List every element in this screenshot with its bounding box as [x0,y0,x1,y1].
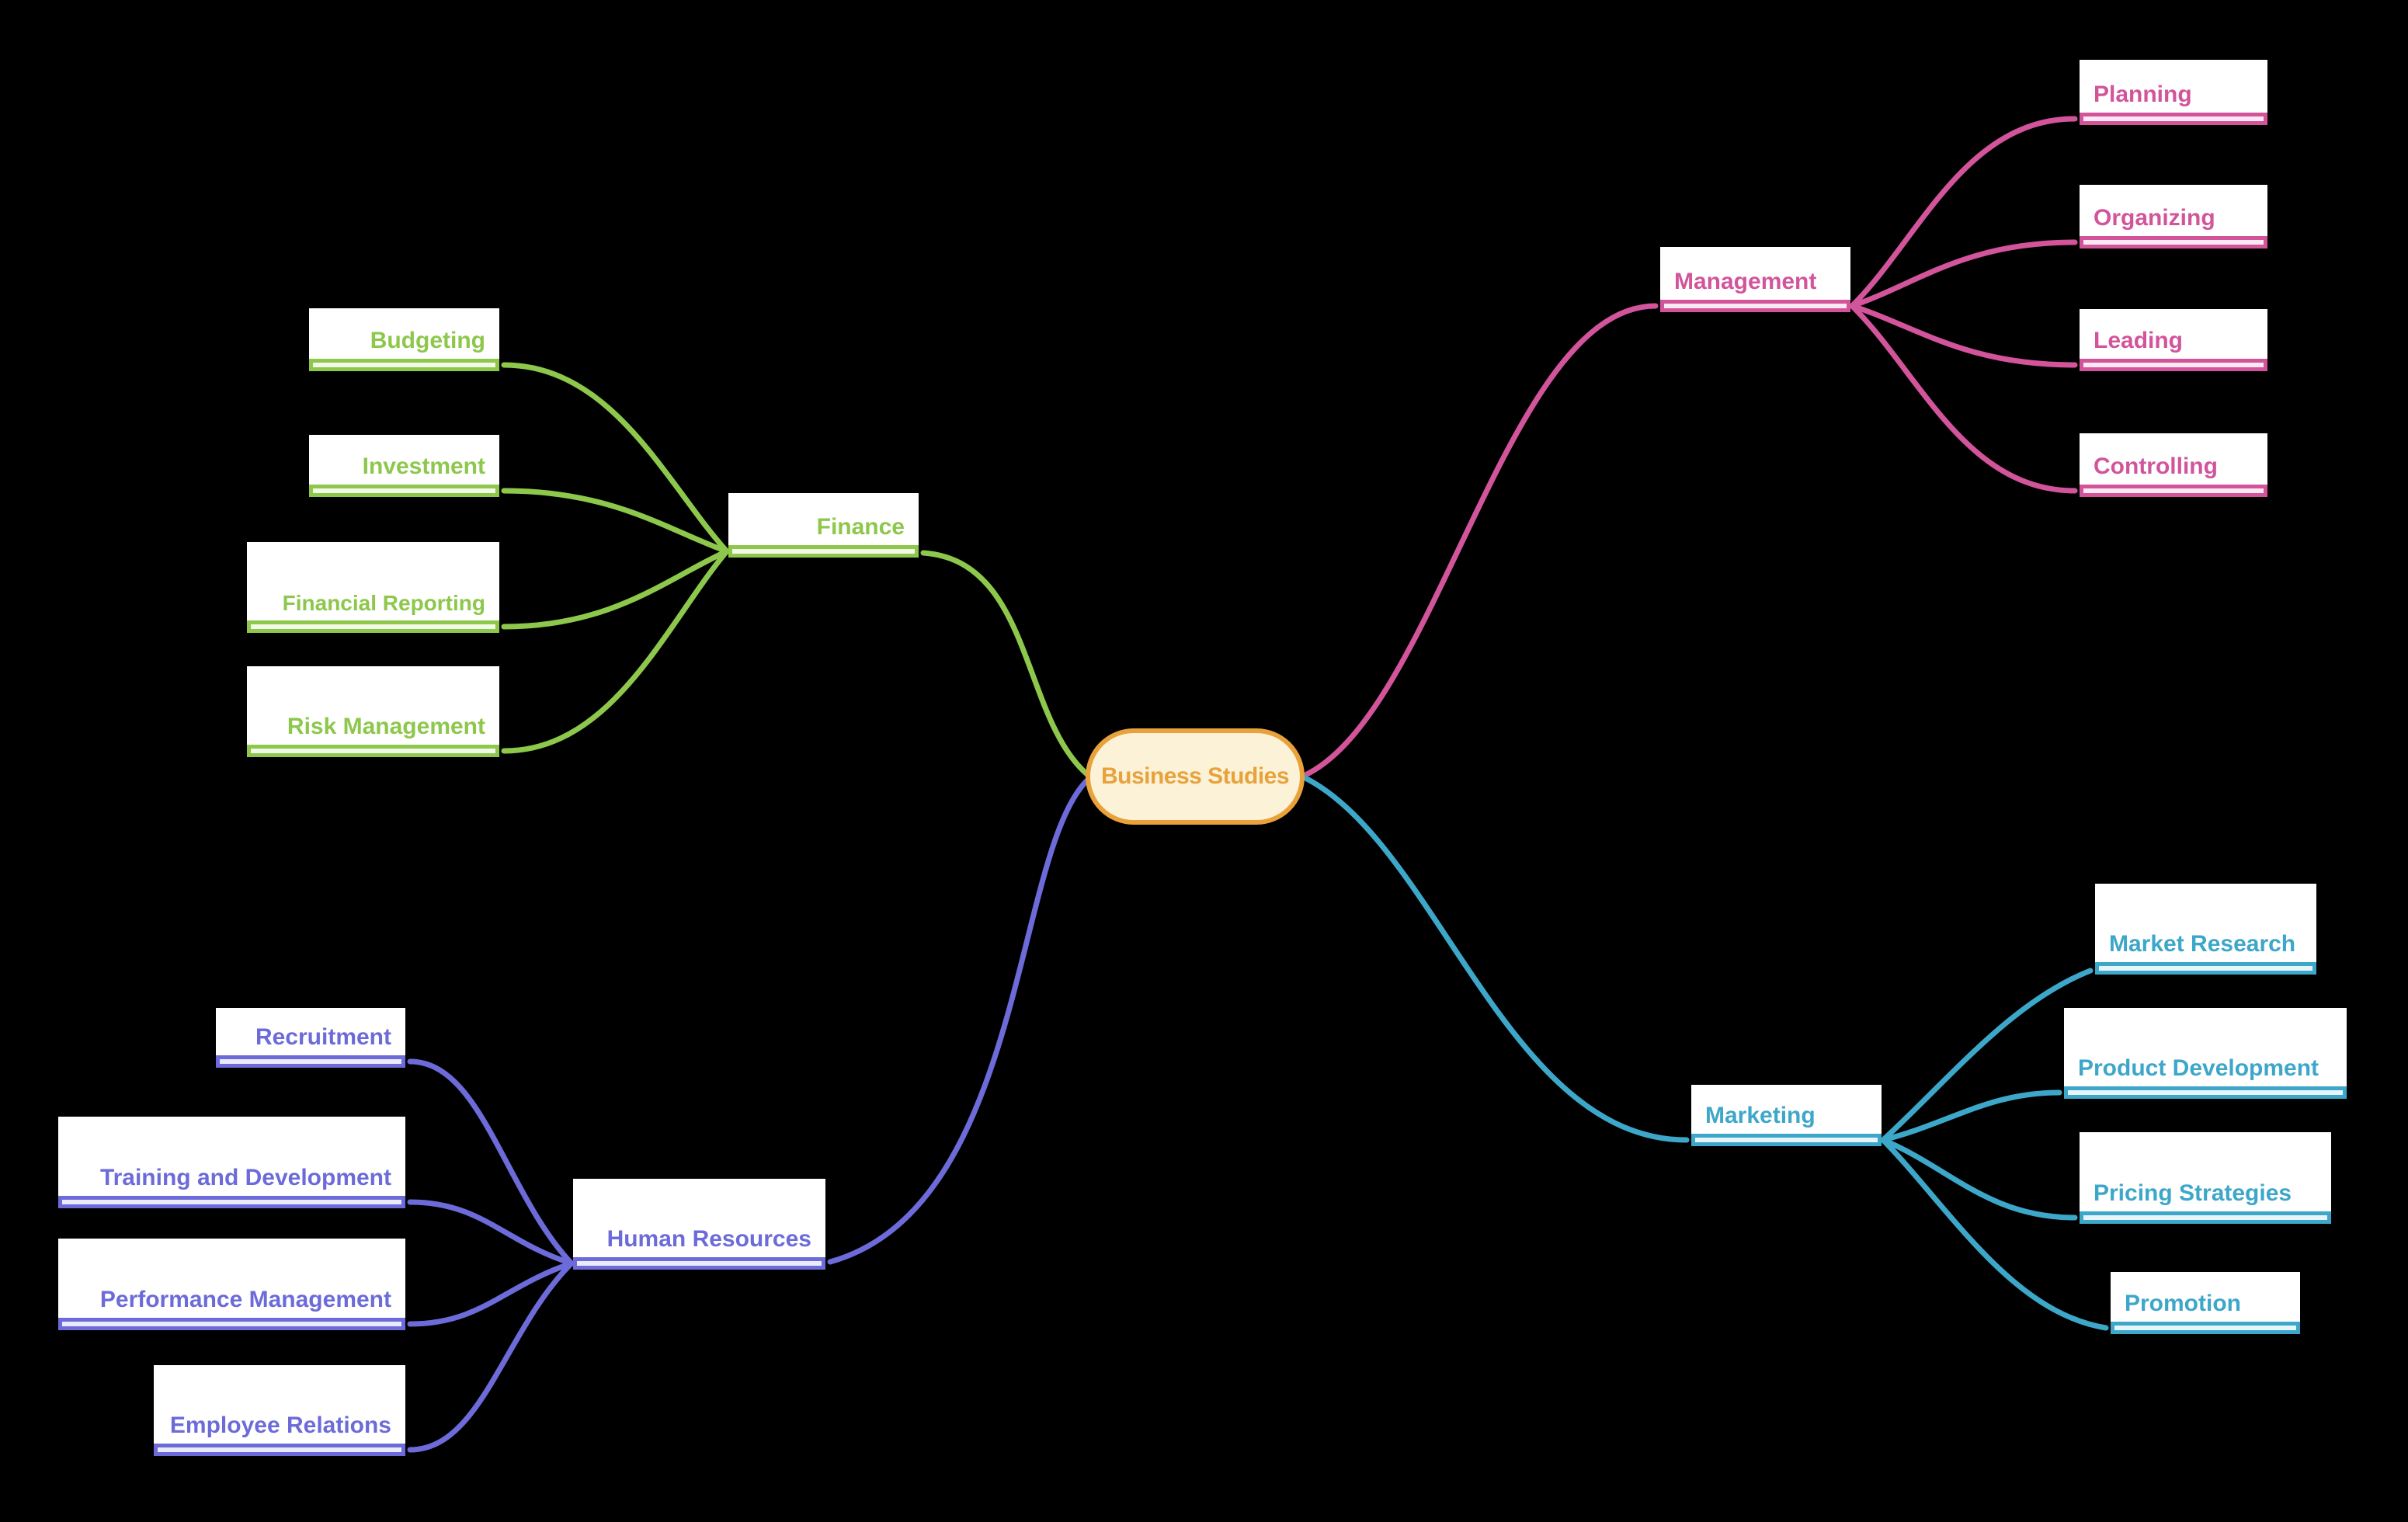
child-node-budgeting: Budgeting [309,308,499,371]
edge-hr-training [407,1199,575,1267]
edge-root-finance [920,550,1091,778]
edge-finance-financial-reporting-row1 [501,488,730,554]
edge-hr-recruitment [407,1058,575,1267]
root-label: Business Studies [1100,763,1290,789]
node-underline [309,359,499,371]
branch-node-management: Management [1660,247,1850,312]
child-label: Market Research [2109,931,2296,957]
child-node-product-development: Product Development [2064,1008,2347,1099]
node-underline [728,545,919,558]
child-node-leading: Leading [2080,309,2267,371]
node-underline [247,745,499,757]
branch-node-marketing: Marketing [1691,1085,1882,1146]
child-node-market-research: Market Research [2095,884,2316,975]
edge-hr-performance [407,1260,575,1327]
child-label: Budgeting [370,328,485,353]
node-underline [2080,485,2267,497]
node-underline [1691,1134,1882,1146]
node-underline [309,485,499,497]
edge-finance-budgeting [501,362,730,554]
edge-marketing-pricing-strategies [1880,1137,2078,1221]
edge-hr-employee-relations [407,1260,575,1453]
edge-root-management [1301,303,1659,779]
child-node-controlling: Controlling [2080,433,2267,497]
child-label: Controlling [2094,453,2218,479]
edge-finance-risk-management [501,548,730,754]
node-underline [58,1318,405,1330]
child-node-organizing: Organizing [2080,185,2267,248]
edge-finance-financial-reporting [501,548,730,630]
node-underline [2111,1322,2300,1334]
branch-label: Finance [816,514,905,540]
edge-marketing-product-development [1880,1089,2062,1143]
child-node-planning: Planning [2080,60,2267,125]
branch-label: Management [1674,269,1817,294]
child-node-performance-management: Performance Management [58,1239,405,1330]
child-label: Performance Management [99,1287,391,1312]
child-label: Investment [362,453,485,479]
child-node-financial-reporting: Financial Reporting [247,542,499,633]
edge-management-planning [1849,116,2078,309]
child-label: Recruitment [255,1024,391,1050]
child-node-risk-management: Risk Management [247,666,499,757]
node-underline [2095,962,2316,975]
node-underline [216,1055,405,1068]
edge-management-leading [1849,303,2078,368]
node-underline [247,620,499,633]
child-label: Leading [2094,328,2184,353]
edge-root-human-resources [827,777,1091,1265]
child-label: Employee Relations [169,1413,391,1438]
node-underline [2080,1211,2331,1224]
child-label: Organizing [2094,205,2215,231]
edge-management-organizing [1849,239,2078,309]
child-node-training-and-development: Training and Development [58,1117,405,1208]
branch-node-human-resources: Human Resources [573,1179,825,1270]
child-label: Promotion [2125,1291,2241,1316]
child-label: Training and Development [99,1165,391,1190]
child-node-recruitment: Recruitment [216,1008,405,1068]
root-node-business-studies: Business Studies [1086,728,1305,825]
child-node-pricing-strategies: Pricing Strategies [2080,1132,2331,1224]
node-underline [2064,1086,2347,1099]
child-label: Pricing Strategies [2094,1180,2292,1206]
node-underline [1660,300,1850,312]
node-underline [2080,359,2267,371]
child-label: Planning [2094,82,2192,107]
edge-root-marketing [1301,774,1690,1143]
branch-label: Human Resources [606,1226,811,1252]
edge-marketing-market-research [1880,968,2094,1143]
node-underline [2080,236,2267,248]
node-underline [573,1257,825,1270]
node-underline [154,1444,405,1456]
child-label: Product Development [2078,1055,2319,1081]
child-label: Risk Management [287,714,485,739]
branch-node-finance: Finance [728,493,919,558]
node-underline [2080,113,2267,125]
edge-management-controlling [1849,303,2078,494]
child-node-investment: Investment [309,435,499,497]
branch-label: Marketing [1705,1103,1816,1128]
edge-marketing-promotion [1880,1137,2109,1331]
node-underline [58,1196,405,1208]
child-node-promotion: Promotion [2111,1272,2300,1334]
child-label: Financial Reporting [282,591,485,615]
child-node-employee-relations: Employee Relations [154,1365,405,1456]
